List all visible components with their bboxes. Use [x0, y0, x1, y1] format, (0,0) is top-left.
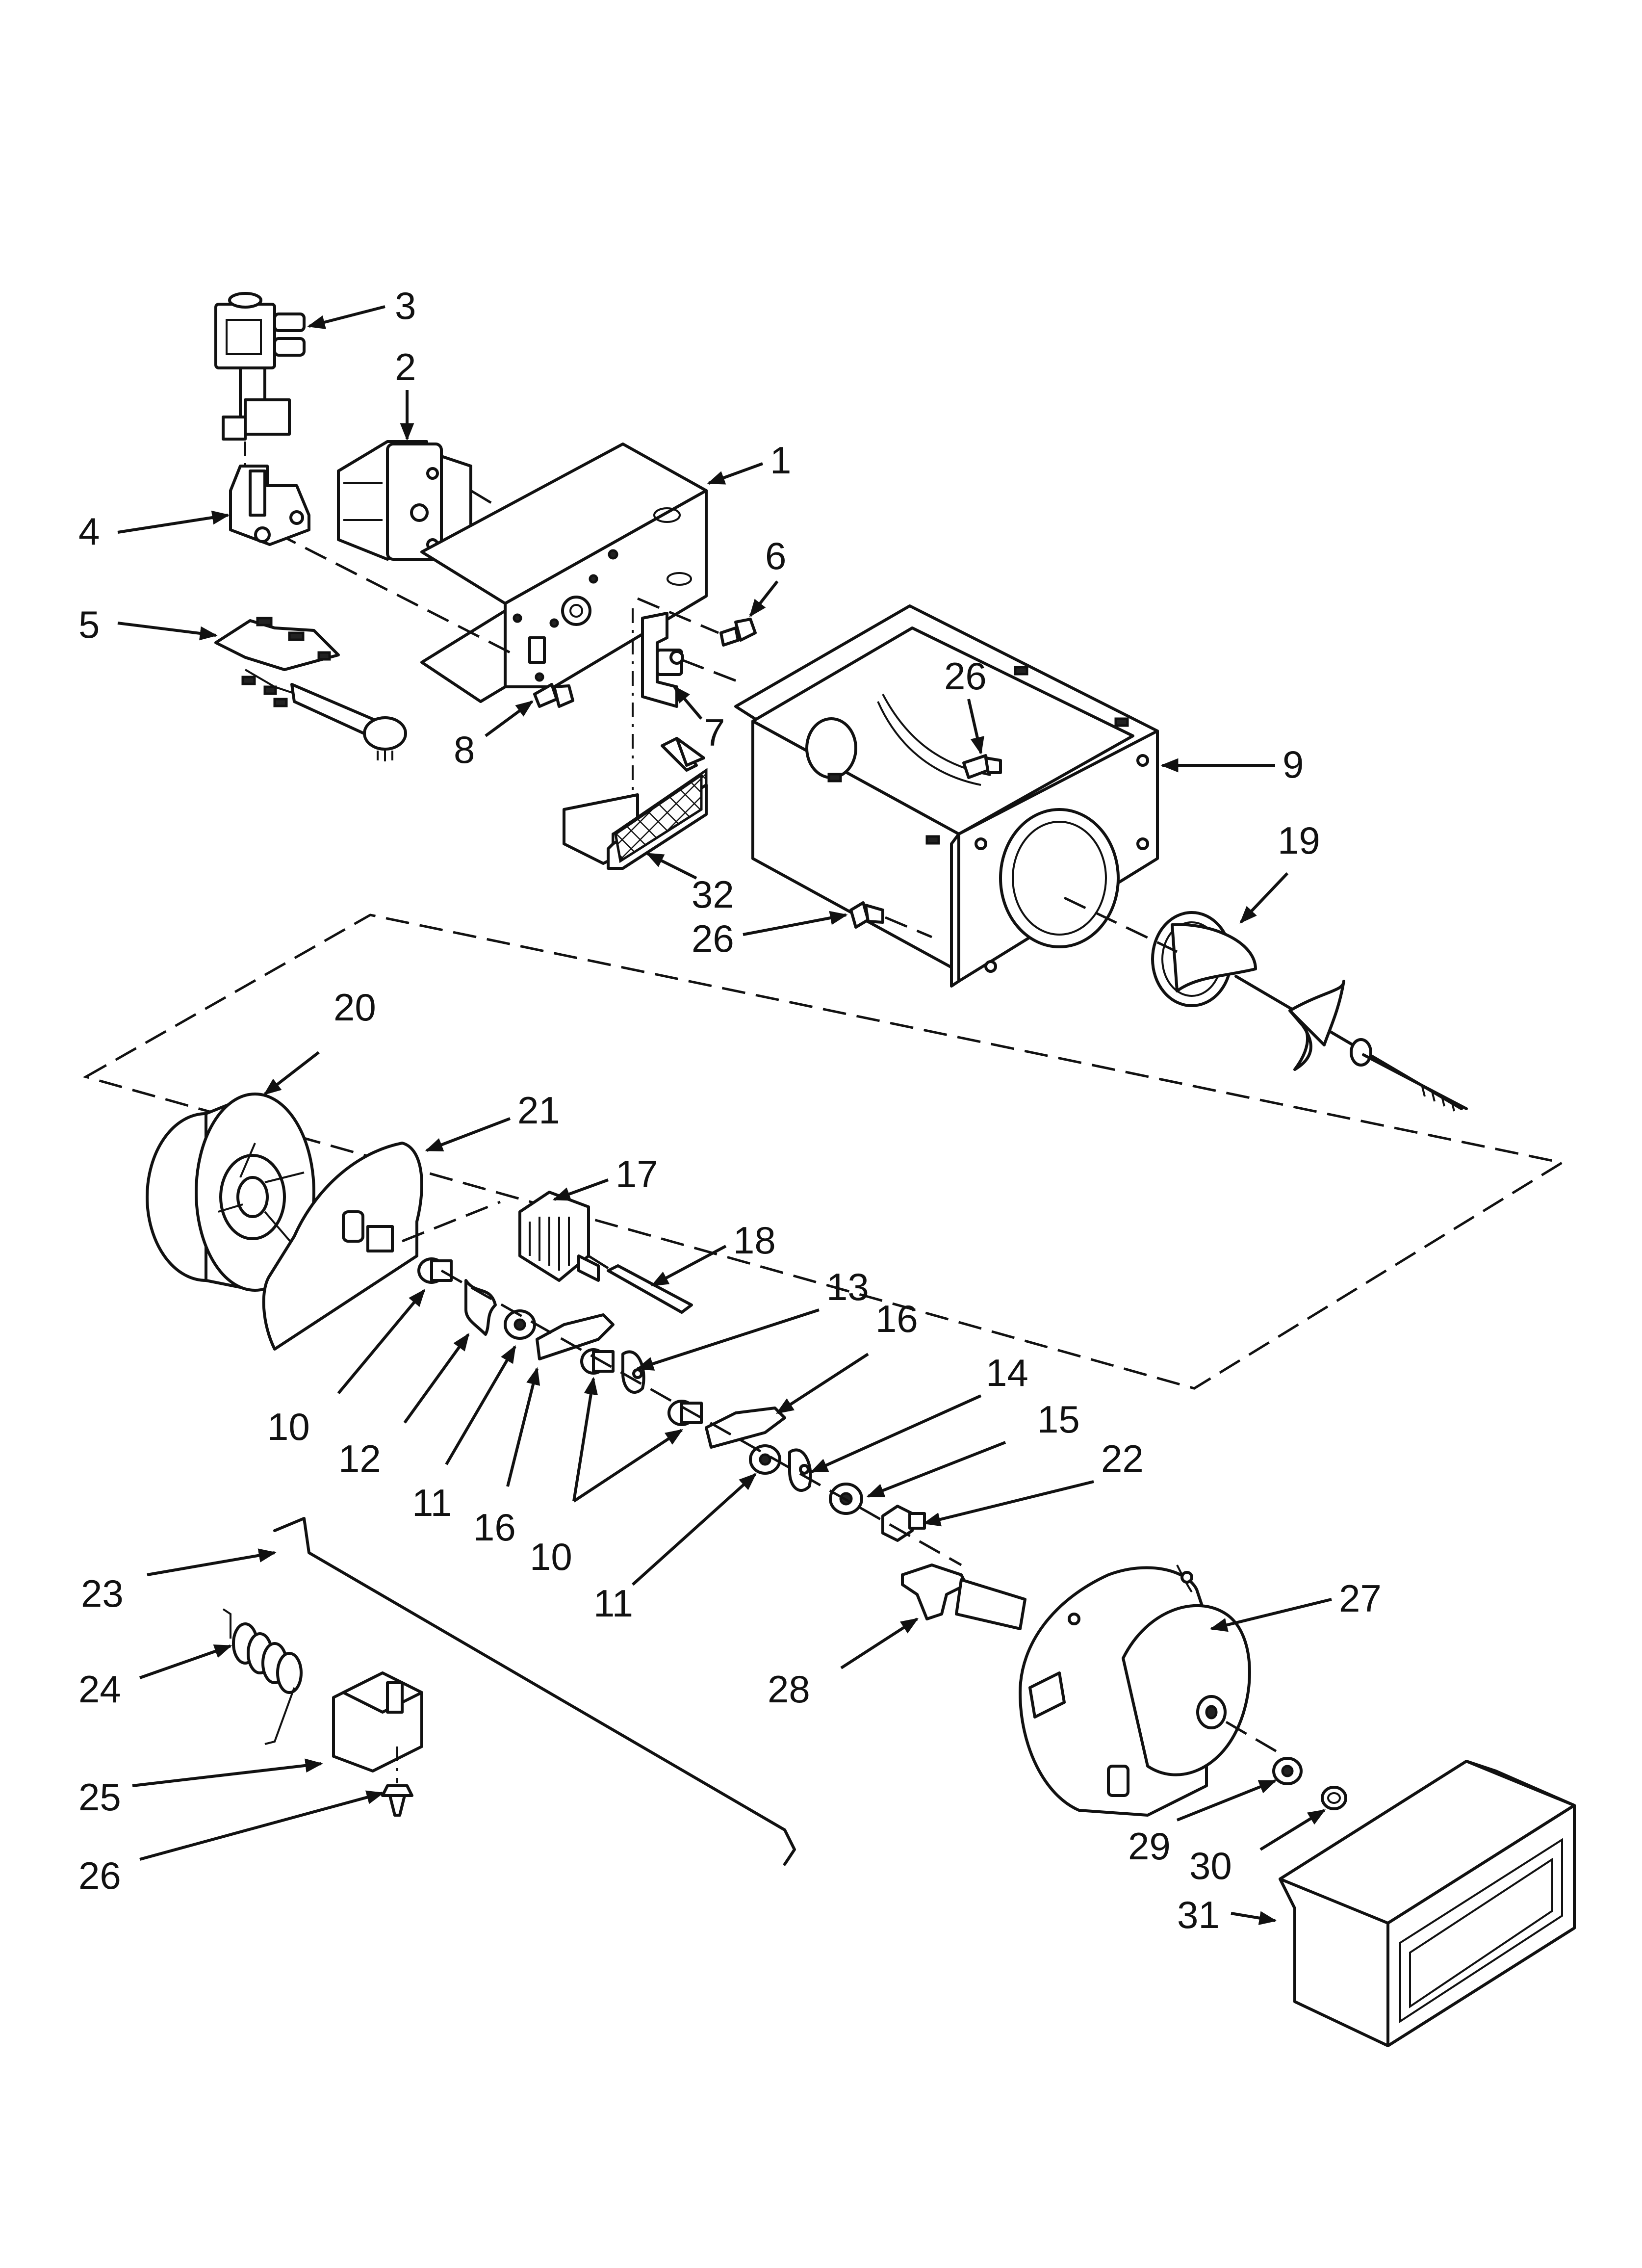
callout-27: 27	[1339, 1577, 1382, 1620]
callout-9: 9	[1283, 743, 1304, 786]
part-26-screw-bin	[962, 754, 1002, 779]
part-4-bracket	[229, 465, 310, 546]
callout-19: 19	[1278, 819, 1320, 862]
part-30-clip-washer	[1321, 1786, 1347, 1810]
callout-11-b: 11	[593, 1582, 633, 1625]
callout-11-a: 11	[412, 1481, 452, 1524]
part-19-auger	[1063, 896, 1468, 1112]
part-12-blade	[464, 1279, 497, 1336]
part-14-blade	[788, 1448, 812, 1492]
part-17-crusher-block	[518, 1191, 600, 1282]
callout-17: 17	[616, 1152, 658, 1196]
callout-15: 15	[1037, 1398, 1080, 1441]
part-13-blade	[621, 1350, 645, 1394]
part-16-blade-2	[705, 1407, 786, 1449]
part-31-cover	[1279, 1760, 1576, 2047]
callout-26-bottom: 26	[78, 1854, 121, 1897]
part-23-rod	[273, 1517, 796, 1866]
callout-10-a: 10	[267, 1405, 310, 1448]
part-26-screw-lower	[849, 901, 932, 938]
callout-7: 7	[704, 711, 725, 754]
part-3-solenoid-valve	[214, 292, 306, 505]
part-6-screw	[637, 597, 757, 647]
callout-3: 3	[395, 284, 416, 327]
part-16-blade-1	[536, 1313, 615, 1360]
auger-assembly-outline	[82, 913, 1565, 1390]
part-18-pin	[588, 1254, 693, 1314]
callout-23: 23	[81, 1572, 124, 1615]
callout-13: 13	[826, 1265, 869, 1308]
part-21-plate	[262, 1142, 501, 1351]
part-24-spring	[222, 1608, 303, 1745]
part-22-nut	[881, 1505, 926, 1542]
callout-30: 30	[1189, 1844, 1232, 1887]
callout-21: 21	[517, 1089, 560, 1132]
part-20-wheel	[146, 1093, 315, 1292]
callout-16-a: 16	[875, 1297, 918, 1340]
callout-32: 32	[692, 873, 734, 916]
part-27-motor-housing	[1019, 1564, 1286, 1817]
callout-26-lower: 26	[692, 917, 734, 960]
callout-22: 22	[1101, 1437, 1144, 1480]
callout-29: 29	[1128, 1825, 1171, 1868]
callout-5: 5	[78, 603, 100, 646]
callout-12: 12	[338, 1437, 381, 1480]
part-7-clip	[641, 612, 746, 708]
callout-2: 2	[395, 345, 416, 389]
part-10-spacer-2	[580, 1348, 615, 1375]
callout-8: 8	[454, 728, 475, 771]
callout-20: 20	[334, 986, 376, 1029]
callout-14: 14	[986, 1351, 1028, 1394]
leader-lines	[117, 305, 1332, 1925]
callout-6: 6	[765, 534, 786, 577]
part-5-switch-harness	[214, 617, 407, 761]
part-10-spacer-1	[417, 1257, 453, 1284]
callout-24: 24	[78, 1668, 121, 1711]
part-28-deflector	[901, 1564, 1026, 1630]
callout-28: 28	[768, 1668, 810, 1711]
part-9-ice-bin	[734, 604, 1159, 988]
callout-4: 4	[78, 510, 100, 553]
callout-18: 18	[733, 1219, 776, 1262]
part-10-spacer-3	[667, 1400, 703, 1426]
callout-1: 1	[770, 439, 791, 482]
part-25-clip	[332, 1671, 423, 1773]
part-11-washer-2	[749, 1444, 781, 1475]
callout-31: 31	[1177, 1893, 1220, 1936]
callout-16-b: 16	[473, 1506, 516, 1549]
part-29-washer	[1272, 1757, 1303, 1785]
callout-10-b: 10	[530, 1535, 572, 1578]
callout-labels: 3 2 1 4 6 5 26 7 9 8 19 32 26 20 21 17 1…	[78, 284, 1382, 1936]
part-2-motor	[337, 440, 496, 561]
shaft-centerline	[440, 1269, 962, 1566]
callout-26-bin: 26	[944, 654, 987, 698]
part-1-control-housing	[274, 443, 708, 805]
callout-25: 25	[78, 1775, 121, 1819]
part-8-screw	[533, 683, 574, 708]
part-32-filter-cover	[563, 737, 708, 870]
